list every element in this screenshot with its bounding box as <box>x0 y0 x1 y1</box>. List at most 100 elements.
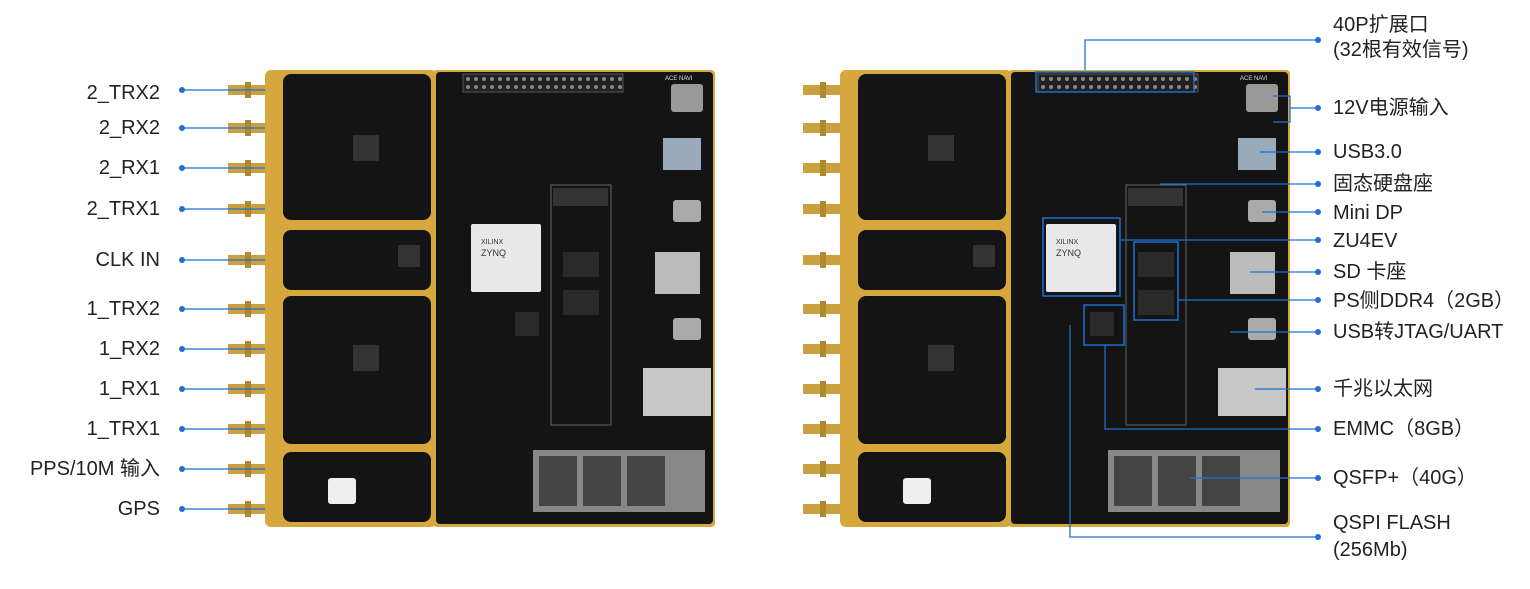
header-pin <box>1065 85 1069 89</box>
header-pin <box>522 85 526 89</box>
leader-dot <box>1315 269 1321 275</box>
clock-chip <box>398 245 420 267</box>
sma-nut <box>820 461 826 477</box>
leader-dot <box>1315 297 1321 303</box>
fpga-chip <box>471 224 541 292</box>
rf-transceiver-chip <box>353 345 379 371</box>
header-pin <box>1089 85 1093 89</box>
header-pin <box>506 85 510 89</box>
label-2-trx2: 2_TRX2 <box>86 82 160 104</box>
header-pin <box>562 77 566 81</box>
emmc-chip <box>515 312 539 336</box>
label-1-rx1: 1_RX1 <box>98 378 160 400</box>
header-pin <box>482 85 486 89</box>
sma-nut <box>820 120 826 136</box>
header-pin <box>610 77 614 81</box>
label-emmc: EMMC（8GB） <box>1333 418 1475 440</box>
header-pin <box>578 77 582 81</box>
header-pin <box>1049 85 1053 89</box>
header-pin <box>1105 77 1109 81</box>
header-pin <box>1145 85 1149 89</box>
label-ssd: 固态硬盘座 <box>1333 173 1433 195</box>
leader-qspi <box>1069 325 1318 538</box>
header-pin <box>498 77 502 81</box>
ethernet-port <box>1218 368 1286 416</box>
label-power: 12V电源输入 <box>1333 97 1449 119</box>
clk-panel <box>858 230 1006 290</box>
fpga-family: ZYNQ <box>481 248 506 258</box>
leader-dot <box>1315 37 1321 43</box>
header-pin <box>578 85 582 89</box>
label-jtag: USB转JTAG/UART <box>1333 321 1504 343</box>
header-pin <box>546 77 550 81</box>
label-1-rx2: 1_RX2 <box>98 338 160 360</box>
leader-dot <box>179 346 185 352</box>
clk-panel <box>283 230 431 290</box>
header-pin <box>1177 77 1181 81</box>
header-pin <box>466 77 470 81</box>
header-pin <box>594 85 598 89</box>
gps-panel <box>283 452 431 522</box>
header-pin <box>1073 85 1077 89</box>
qsfp-heatsink <box>1114 456 1152 506</box>
leader-dot <box>179 125 185 131</box>
header-pin <box>1097 77 1101 81</box>
label-ethernet: 千兆以太网 <box>1333 378 1433 400</box>
header-pin <box>1137 77 1141 81</box>
header-pin <box>1161 85 1165 89</box>
label-qspi: QSPI FLASH <box>1333 512 1451 534</box>
header-pin <box>1121 85 1125 89</box>
header-pin <box>1081 77 1085 81</box>
header-pin <box>562 85 566 89</box>
ddr-chip <box>563 252 599 277</box>
label-gps: GPS <box>117 498 160 520</box>
ssd-socket <box>550 184 612 426</box>
header-pin <box>506 77 510 81</box>
header-pin <box>1185 85 1189 89</box>
label-qspi-size: (256Mb) <box>1333 539 1408 561</box>
header-pin <box>1049 77 1053 81</box>
gps-module <box>328 478 356 504</box>
header-pin <box>554 77 558 81</box>
leader-dot <box>1315 426 1321 432</box>
header-pin <box>1169 85 1173 89</box>
minidp-port <box>1248 200 1276 222</box>
qsfp-heatsink <box>583 456 621 506</box>
leader-dot <box>179 165 185 171</box>
board-name-silkscreen: ACE NAVI <box>1240 76 1268 82</box>
header-pin <box>1057 85 1061 89</box>
label-minidp: Mini DP <box>1333 202 1404 224</box>
m2-connector <box>1128 188 1183 206</box>
fpga-family: ZYNQ <box>1056 248 1081 258</box>
ddr-chip <box>1138 252 1174 277</box>
usb-c-port <box>673 318 701 340</box>
label-ddr: PS侧DDR4（2GB） <box>1333 290 1515 312</box>
header-pin <box>530 77 534 81</box>
highlight-emmc <box>1083 304 1125 346</box>
qsfp-heatsink <box>627 456 665 506</box>
emmc-chip <box>1090 312 1114 336</box>
qsfp-heatsink <box>539 456 577 506</box>
header-pin <box>1057 77 1061 81</box>
ddr-chip <box>563 290 599 315</box>
usb-c-port <box>1248 318 1276 340</box>
header-pin <box>1129 77 1133 81</box>
header-pin <box>538 85 542 89</box>
label-fpga: ZU4EV <box>1333 230 1398 252</box>
sma-nut <box>820 381 826 397</box>
leader-dot <box>1315 105 1321 111</box>
usb3-port <box>663 138 701 170</box>
header-pin <box>602 85 606 89</box>
minidp-port <box>673 200 701 222</box>
leader-dot <box>1315 475 1321 481</box>
leader-dot <box>1315 209 1321 215</box>
label-expansion: 40P扩展口 <box>1333 14 1429 36</box>
header-pin <box>466 85 470 89</box>
label-expansion-signals: (32根有效信号) <box>1333 39 1469 61</box>
leader-dot <box>179 87 185 93</box>
usb3-port <box>1238 138 1276 170</box>
leader-dot <box>179 257 185 263</box>
header-pin <box>1161 77 1165 81</box>
ssd-socket <box>1125 184 1187 426</box>
